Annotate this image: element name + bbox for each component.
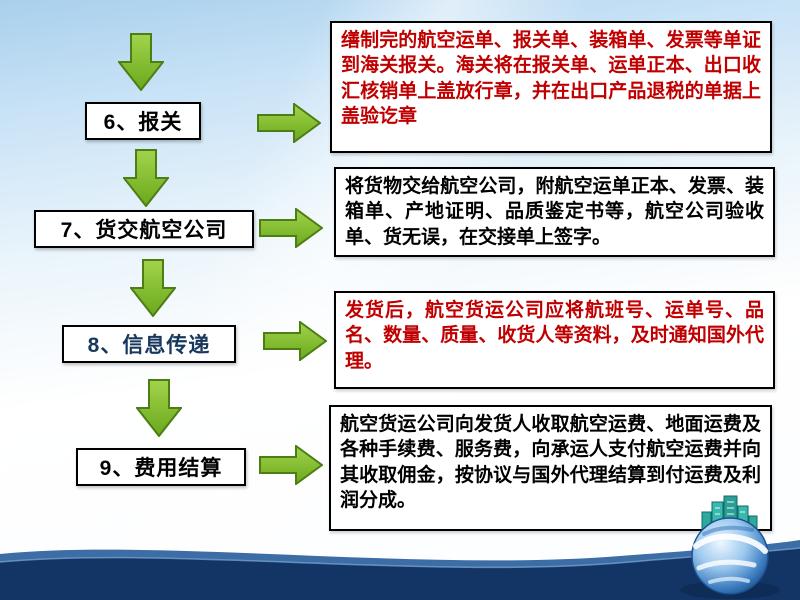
step-box-deliver-to-airline: 7、货交航空公司 (34, 210, 254, 248)
desc-box-information-transfer: 发货后，航空货运公司应将航班号、运单号、品名、数量、质量、收货人等资料，及时通知… (334, 291, 775, 389)
desc-text: 缮制完的航空运单、报关单、装箱单、发票等单证到海关报关。海关将在报关单、运单正本… (341, 30, 761, 128)
step-box-customs-declaration: 6、报关 (85, 102, 201, 140)
desc-text: 将货物交给航空公司，附航空运单正本、发票、装箱单、产地证明、品质鉴定书等，航空公… (345, 176, 764, 248)
right-arrow-icon (259, 445, 323, 485)
desc-box-fee-settlement: 航空货运公司向发货人收取航空运费、地面运费及各种手续费、服务费，向承运人支付航空… (329, 405, 772, 531)
step-label: 8、信息传递 (87, 334, 211, 357)
step-label: 9、费用结算 (99, 457, 223, 480)
down-arrow-icon (136, 379, 182, 437)
right-arrow-icon (259, 208, 323, 248)
step-box-fee-settlement: 9、费用结算 (76, 448, 246, 486)
step-label: 7、货交航空公司 (60, 219, 228, 242)
globe-clipart (680, 495, 780, 599)
down-arrow-icon (130, 259, 176, 317)
bottom-wave-decoration (0, 540, 800, 600)
step-box-information-transfer: 8、信息传递 (62, 325, 236, 363)
desc-box-customs-declaration: 缮制完的航空运单、报关单、装箱单、发票等单证到海关报关。海关将在报关单、运单正本… (330, 21, 772, 153)
right-arrow-icon (263, 321, 327, 361)
right-arrow-icon (257, 103, 321, 143)
step-label: 6、报关 (103, 111, 183, 134)
down-arrow-icon (123, 149, 169, 207)
desc-text: 航空货运公司向发货人收取航空运费、地面运费及各种手续费、服务费，向承运人支付航空… (340, 414, 761, 512)
desc-text: 发货后，航空货运公司应将航班号、运单号、品名、数量、质量、收货人等资料，及时通知… (345, 300, 764, 372)
desc-box-deliver-to-airline: 将货物交给航空公司，附航空运单正本、发票、装箱单、产地证明、品质鉴定书等，航空公… (334, 167, 775, 258)
down-arrow-icon (118, 33, 164, 91)
